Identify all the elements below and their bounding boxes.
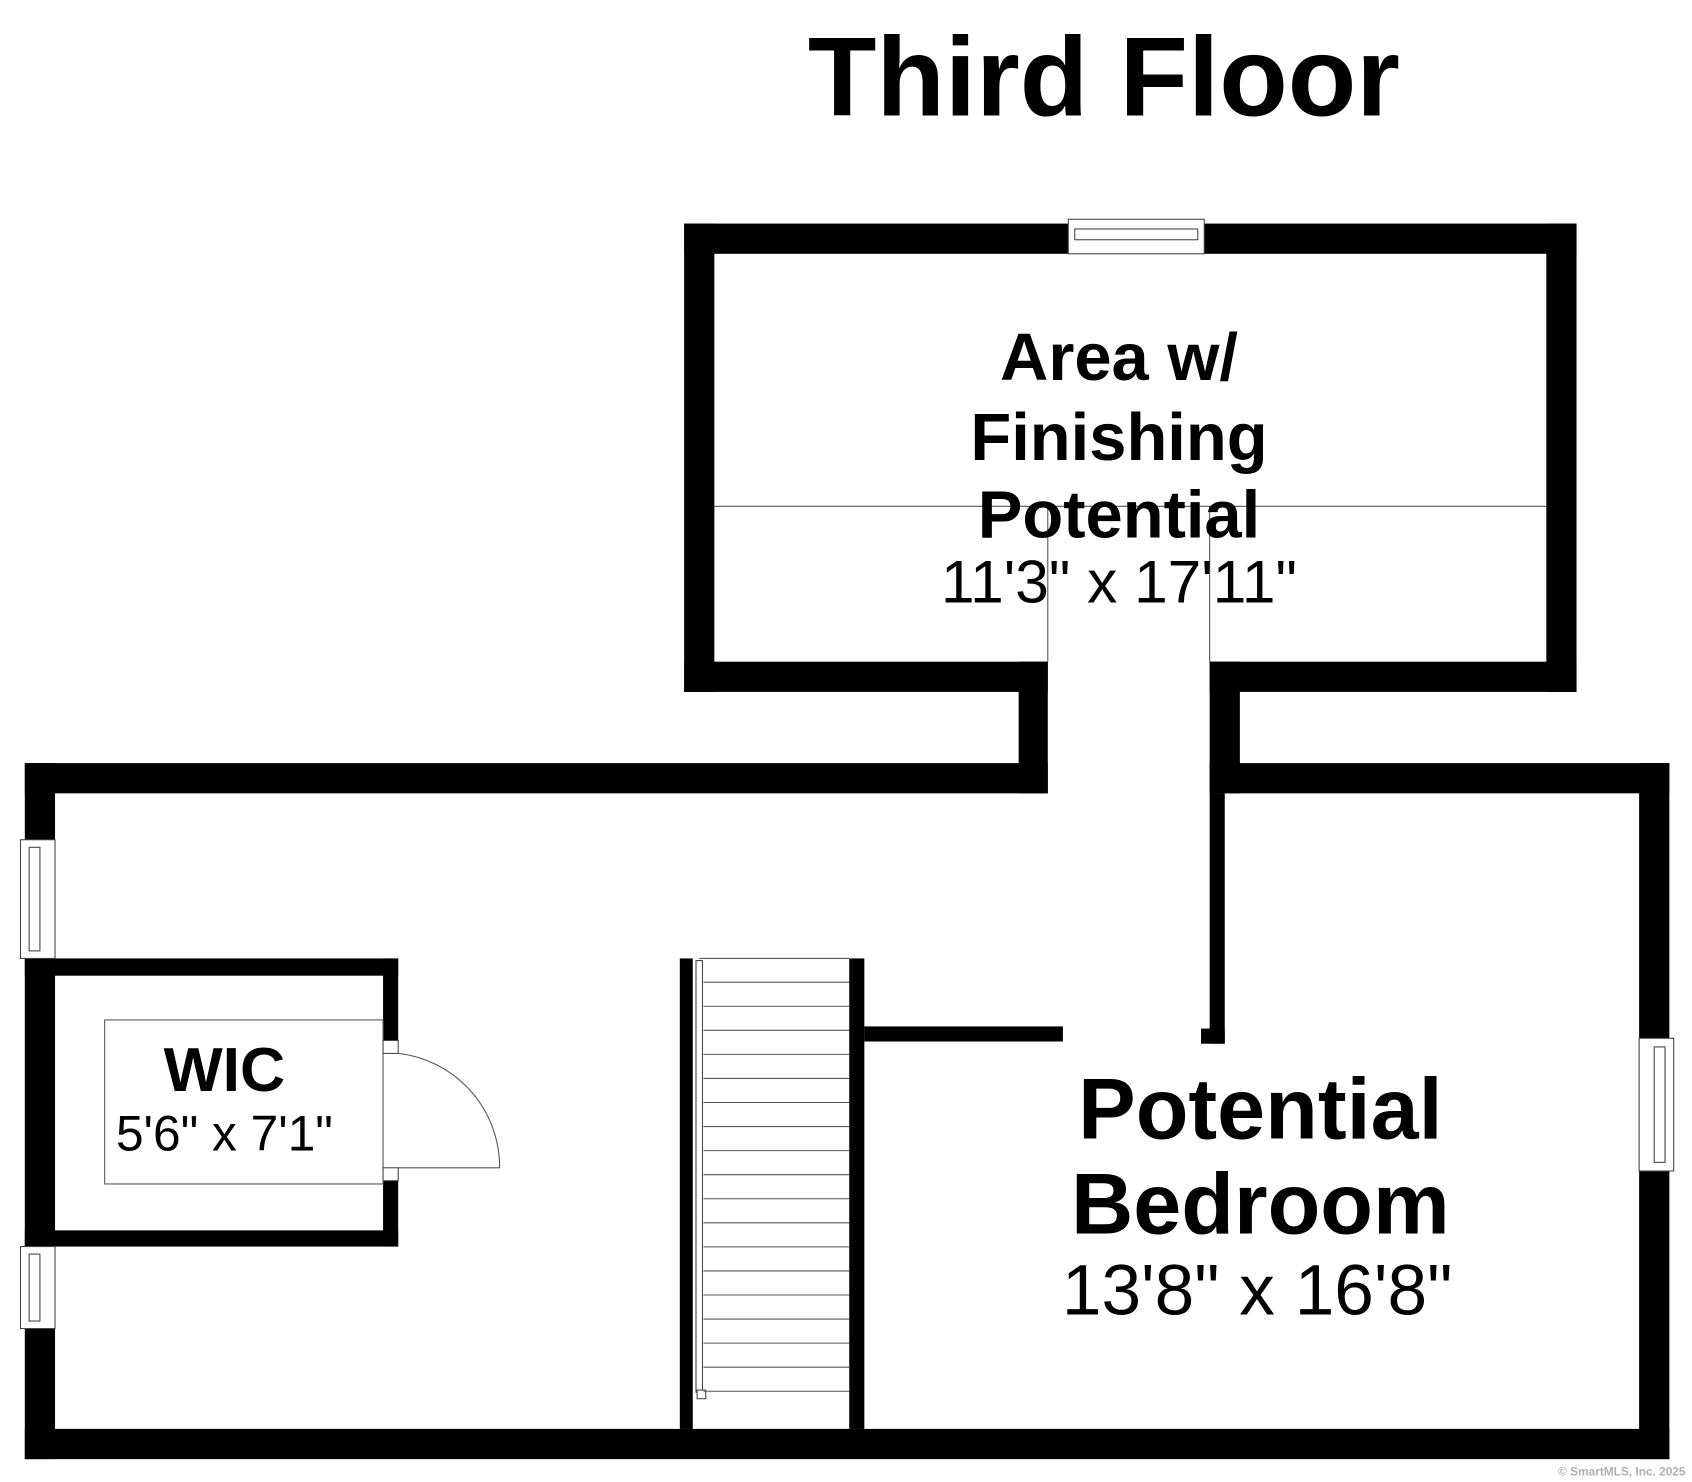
door-swing — [398, 1052, 501, 1169]
room-name-line: WIC — [164, 1035, 286, 1105]
room-potential-bedroom: Potential Bedroom 13'8" x 16'8" — [1062, 1062, 1453, 1331]
copyright-watermark: © SmartMLS, Inc. 2025 — [1558, 1464, 1686, 1478]
window-left-upper — [19, 839, 56, 959]
windows — [19, 218, 1675, 1330]
room-name-line: Bedroom — [1071, 1157, 1450, 1253]
room-dimensions: 11'3" x 17'11" — [941, 547, 1297, 615]
room-area-finishing: Area w/ Finishing Potential 11'3" x 17'1… — [941, 320, 1297, 615]
window-top — [1067, 218, 1205, 255]
room-name-line: Potential — [1078, 1062, 1442, 1158]
room-name-line: Potential — [978, 478, 1260, 553]
staircase — [695, 957, 850, 1400]
room-dimensions: 5'6" x 7'1" — [116, 1106, 333, 1162]
upper-room-lines — [714, 505, 1547, 662]
floor-title: Third Floor — [808, 14, 1400, 140]
room-dimensions: 13'8" x 16'8" — [1062, 1252, 1453, 1331]
window-left-lower — [19, 1246, 56, 1330]
room-name-line: Area w/ — [1000, 320, 1238, 395]
room-wic: WIC 5'6" x 7'1" — [116, 1035, 333, 1161]
window-right — [1638, 1037, 1675, 1172]
wic-closet — [104, 1019, 399, 1185]
room-name-line: Finishing — [970, 400, 1267, 475]
